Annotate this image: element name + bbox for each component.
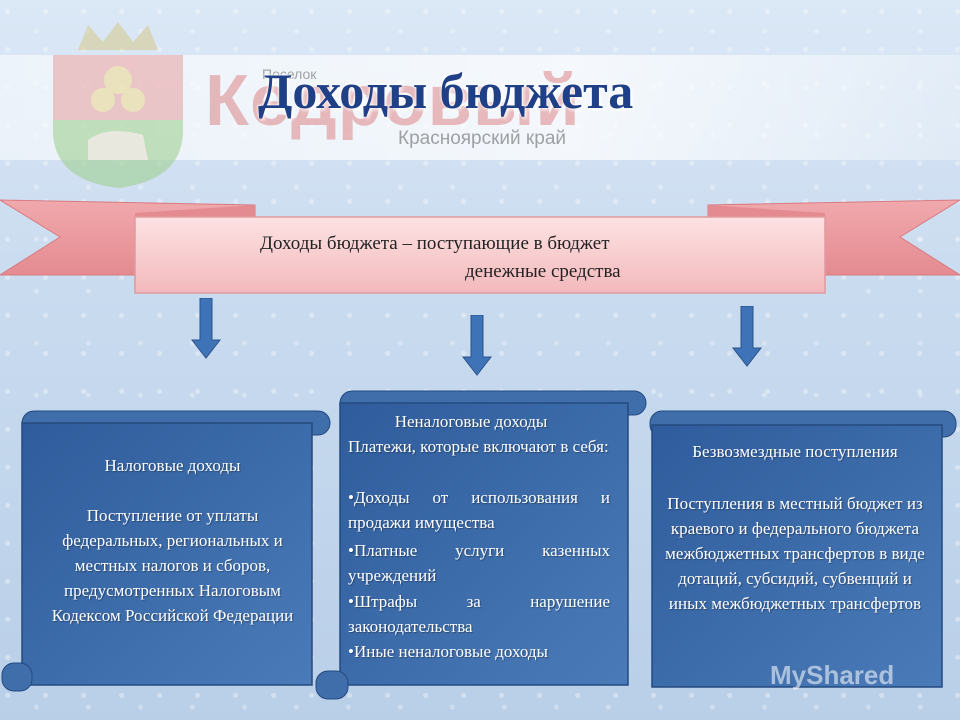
myshared-logo: MyShared: [770, 660, 895, 690]
nontax-bullet-1: •Доходы от использования и продажи имуще…: [348, 488, 610, 532]
ribbon-banner: [0, 199, 960, 294]
scroll-tax-revenue: Налоговые доходы Поступление от уплаты ф…: [0, 405, 340, 695]
nontax-intro: Платежи, которые включают в себя:: [348, 437, 609, 456]
arrow-down-icon-left: [191, 298, 221, 359]
banner-line-1: Доходы бюджета – поступающие в бюджет: [260, 233, 610, 254]
scroll-shape: [649, 410, 957, 688]
nontax-bullet-3: •Штрафы за нарушение законодательства: [348, 592, 610, 636]
gratuitous-body: Поступления в местный бюджет из краевого…: [665, 494, 925, 613]
banner-definition: Доходы бюджета – поступающие в бюджет де…: [140, 230, 820, 286]
coat-of-arms-logo: [53, 22, 183, 188]
scroll-shape: [1, 410, 331, 692]
page-title: Доходы бюджета: [258, 63, 634, 119]
gratuitous-heading: Безвозмездные поступления: [692, 442, 898, 461]
scroll-gratuitous-receipts: Безвозмездные поступления Поступления в …: [640, 405, 960, 695]
tax-revenue-heading: Налоговые доходы: [104, 456, 241, 475]
banner-line-2: денежные средства: [465, 261, 621, 282]
tax-revenue-body: Поступление от уплаты федеральных, регио…: [51, 506, 294, 625]
scroll-nontax-revenue: Неналоговые доходы Платежи, которые вклю…: [312, 385, 652, 705]
watermark-small-label: Поселок: [262, 66, 317, 82]
arrow-down-icon-right: [732, 306, 762, 367]
scroll-shape: [315, 390, 647, 700]
watermark-region: Красноярский край: [398, 128, 566, 149]
arrow-down-icon-center: [462, 315, 492, 376]
watermark-town: Кедровый: [205, 61, 581, 141]
nontax-bullet-4: •Иные неналоговые доходы: [348, 642, 548, 661]
nontax-heading: Неналоговые доходы: [394, 412, 548, 431]
nontax-bullet-2: •Платные услуги казенных учреждений: [348, 541, 610, 585]
